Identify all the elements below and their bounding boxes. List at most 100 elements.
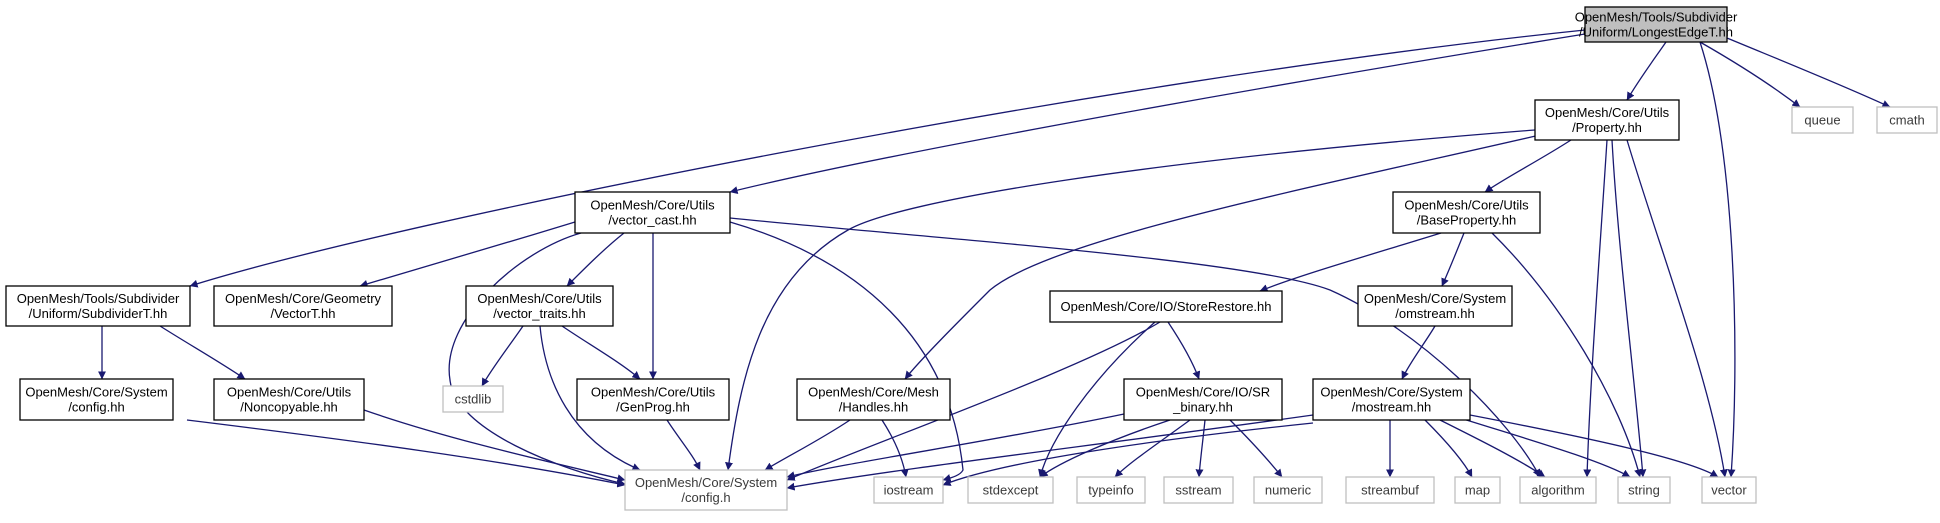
node-property[interactable]: OpenMesh/Core/Utils/Property.hh: [1534, 99, 1680, 141]
edge-store_restore-to-stdexcept: [1038, 321, 1156, 478]
node-box: [1312, 378, 1471, 421]
edge-line: [448, 232, 626, 487]
node-noncopyable[interactable]: OpenMesh/Core/Utils/Noncopyable.hh: [213, 378, 365, 421]
edge-property-to-algorithm: [1583, 139, 1608, 478]
edge-line: [561, 325, 641, 380]
node-label-line: OpenMesh/Core/Utils: [591, 385, 716, 400]
edge-vector_cast-to-config_h: [448, 232, 626, 487]
node-label-line: OpenMesh/Core/Utils: [227, 385, 352, 400]
edge-line: [1229, 419, 1283, 478]
edge-vector_cast-to-vector_t: [359, 221, 576, 288]
node-box: [213, 285, 393, 327]
edge-noncopyable-to-config_h: [363, 409, 626, 483]
node-mostream[interactable]: OpenMesh/Core/System/mostream.hh: [1312, 378, 1471, 421]
edge-line: [1167, 321, 1201, 380]
node-base-property[interactable]: OpenMesh/Core/Utils/BaseProperty.hh: [1392, 191, 1541, 234]
node-label-line: _binary.hh: [1172, 400, 1233, 415]
edge-mostream-to-iostream: [942, 422, 1314, 486]
node-label-line: sstream: [1175, 483, 1221, 498]
edge-longest_edge-to-vector: [1699, 41, 1736, 478]
edge-subdivider_t-to-noncopyable: [159, 325, 246, 380]
node-genprog[interactable]: OpenMesh/Core/Utils/GenProg.hh: [576, 378, 730, 421]
edge-line: [363, 409, 626, 483]
node-omstream[interactable]: OpenMesh/Core/System/omstream.hh: [1357, 285, 1513, 327]
node-subdivider-t[interactable]: OpenMesh/Tools/Subdivider/Uniform/Subdiv…: [5, 285, 191, 327]
node-stdexcept: stdexcept: [967, 476, 1054, 504]
node-box: [442, 385, 504, 413]
edge-line: [666, 419, 701, 471]
edge-line: [729, 33, 1586, 195]
node-label-line: OpenMesh/Core/Utils: [477, 291, 602, 306]
node-label-line: OpenMesh/Core/System: [1320, 385, 1462, 400]
node-vector-cast[interactable]: OpenMesh/Core/Utils/vector_cast.hh: [574, 191, 731, 234]
node-config-hh[interactable]: OpenMesh/Core/System/config.hh: [19, 378, 174, 421]
edge-property-to-base_property: [1484, 139, 1572, 193]
node-box: [1876, 106, 1938, 134]
node-box: [1392, 191, 1541, 234]
node-label-line: map: [1465, 483, 1490, 498]
node-label-line: /vector_cast.hh: [608, 213, 696, 228]
edge-config_hh-to-config_h: [186, 419, 626, 488]
edge-omstream-to-mostream: [1401, 325, 1436, 380]
node-sr-binary[interactable]: OpenMesh/Core/IO/SR_binary.hh: [1123, 378, 1283, 421]
node-cstdlib: cstdlib: [442, 385, 504, 413]
node-label-line: OpenMesh/Core/IO/SR: [1136, 385, 1270, 400]
node-label-line: cstdlib: [455, 392, 492, 407]
node-box: [1534, 99, 1680, 141]
edge-store_restore-to-config_h: [786, 321, 1161, 481]
edge-line: [186, 419, 626, 488]
node-handles[interactable]: OpenMesh/Core/Mesh/Handles.hh: [796, 378, 951, 421]
edge-line: [1038, 321, 1156, 478]
node-label-line: /Handles.hh: [839, 400, 908, 415]
edge-mostream-to-algorithm: [1439, 419, 1546, 478]
node-config-h: OpenMesh/Core/System/config.h: [624, 469, 788, 511]
node-box: [1345, 476, 1435, 504]
node-queue: queue: [1791, 106, 1854, 134]
node-vector-t[interactable]: OpenMesh/Core/Geometry/VectorT.hh: [213, 285, 393, 327]
node-label-line: streambuf: [1361, 483, 1419, 498]
edge-line: [1195, 419, 1206, 478]
node-cmath: cmath: [1876, 106, 1938, 134]
edge-line: [786, 321, 1161, 481]
edge-line: [942, 422, 1314, 486]
edge-vector_cast-to-algorithm: [729, 217, 1541, 478]
edge-vector_cast-to-iostream: [729, 221, 964, 482]
edge-mostream-to-vector: [1469, 414, 1719, 478]
edge-base_property-to-omstream: [1441, 232, 1465, 287]
edge-line: [764, 419, 851, 471]
node-longest-edge[interactable]: OpenMesh/Tools/Subdivider/Uniform/Longes…: [1575, 6, 1738, 43]
edge-longest_edge-to-subdivider_t: [189, 29, 1586, 288]
node-store-restore[interactable]: OpenMesh/Core/IO/StoreRestore.hh: [1049, 290, 1283, 323]
node-label-line: /BaseProperty.hh: [1417, 213, 1516, 228]
node-label-line: /Uniform/LongestEdgeT.hh: [1579, 25, 1733, 40]
edge-sr_binary-to-stdexcept: [1039, 419, 1171, 478]
node-label-line: string: [1628, 483, 1660, 498]
node-box: [1163, 476, 1234, 504]
edge-line: [1491, 232, 1642, 478]
node-label-line: OpenMesh/Core/System: [635, 475, 777, 490]
node-label-line: OpenMesh/Core/Geometry: [225, 291, 382, 306]
edge-base_property-to-string: [1491, 232, 1642, 478]
node-label-line: OpenMesh/Tools/Subdivider: [17, 291, 180, 306]
node-label-line: numeric: [1265, 483, 1312, 498]
node-map: map: [1454, 476, 1501, 504]
node-label-line: /Uniform/SubdividerT.hh: [29, 306, 168, 321]
node-label-line: cmath: [1889, 113, 1924, 128]
edge-line: [1439, 419, 1546, 478]
node-vector-traits[interactable]: OpenMesh/Core/Utils/vector_traits.hh: [465, 285, 614, 327]
node-label-line: iostream: [884, 483, 934, 498]
edge-sr_binary-to-sstream: [1195, 419, 1206, 478]
node-label-line: vector: [1711, 483, 1747, 498]
node-box: [1357, 285, 1513, 327]
edge-genprog-to-config_h: [666, 419, 701, 471]
edge-line: [1726, 37, 1891, 108]
edge-property-to-vector: [1626, 139, 1728, 478]
edge-line: [786, 414, 1314, 491]
node-box: [1701, 476, 1757, 504]
edge-line: [729, 221, 964, 482]
edge-line: [539, 325, 641, 471]
edge-line: [566, 232, 625, 287]
node-box: [574, 191, 731, 234]
node-label-line: algorithm: [1531, 483, 1584, 498]
